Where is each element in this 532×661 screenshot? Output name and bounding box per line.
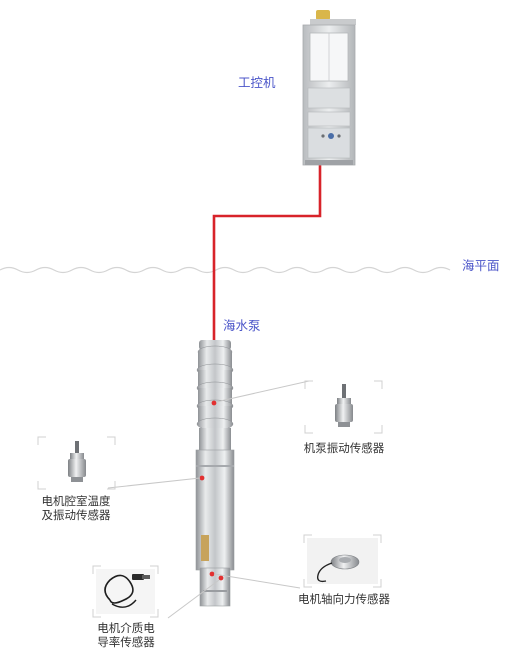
leader-cavity (107, 477, 201, 489)
cavity-sensor-label-line1: 电机腔室温度 (41, 494, 111, 508)
pump-icon (195, 340, 235, 607)
pump-label: 海水泵 (223, 318, 261, 333)
control-cable (212, 165, 322, 340)
cavity-sensor-label: 电机腔室温度 及振动传感器 (36, 494, 116, 523)
conductivity-sensor-point (218, 575, 224, 581)
sensor-icon (335, 384, 353, 427)
leader-vibration (215, 380, 310, 403)
cavity-sensor-label-line2: 及振动传感器 (41, 508, 111, 523)
vibration-sensor-point (211, 400, 217, 406)
vibration-sensor-label: 机泵振动传感器 (303, 441, 385, 455)
cable-probe-icon (96, 569, 155, 614)
ipc-label: 工控机 (238, 75, 276, 90)
load-cell-icon (307, 538, 378, 584)
sensor-icon (68, 441, 86, 482)
cavity-sensor-point (199, 475, 205, 481)
leader-axial (213, 573, 301, 589)
sea-level-wave (0, 266, 451, 274)
sea-level-label: 海平面 (462, 258, 500, 273)
axial-sensor-point (209, 571, 215, 577)
conductivity-sensor-label: 电机介质电 导率传感器 (86, 621, 166, 650)
leader-conductivity (167, 579, 220, 619)
axial-sensor-label: 电机轴向力传感器 (298, 592, 390, 606)
cabinet-icon (302, 10, 356, 166)
conductivity-sensor-label-line2: 导率传感器 (97, 635, 155, 650)
conductivity-sensor-label-line1: 电机介质电 (97, 621, 155, 635)
